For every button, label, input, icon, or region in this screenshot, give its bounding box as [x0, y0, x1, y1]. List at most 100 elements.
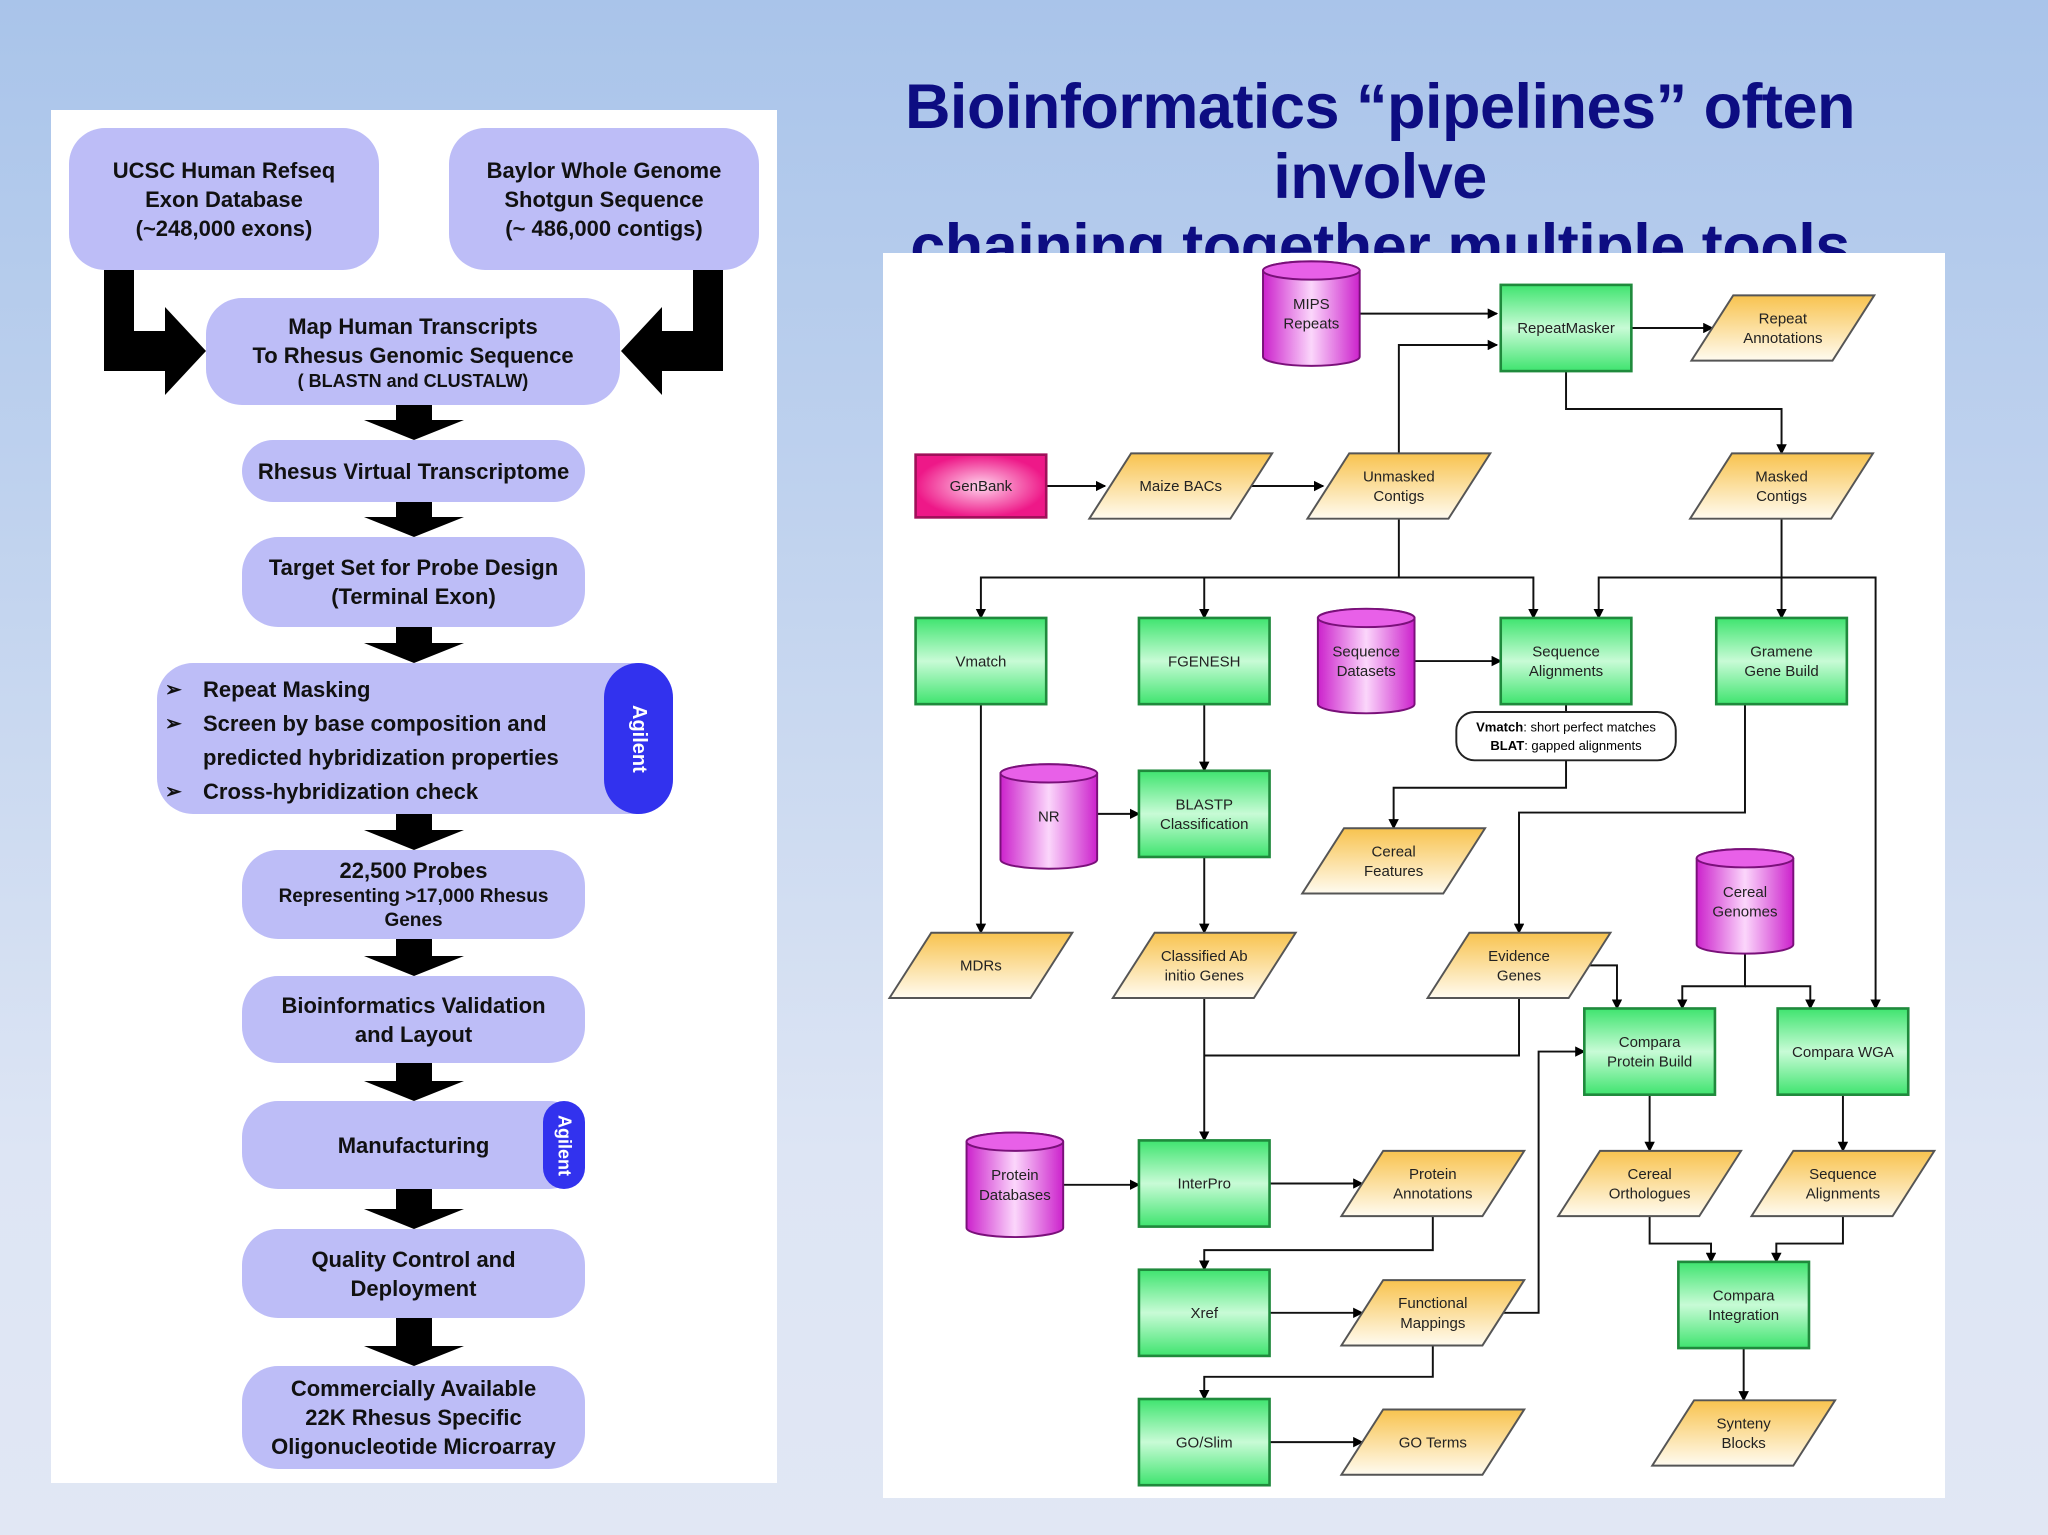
rhesus-virtual-transcriptome-box: Rhesus Virtual Transcriptome	[242, 440, 585, 502]
edge-masked-to-seqalign	[1593, 576, 1782, 620]
pipeline-node-label: Protein	[1409, 1166, 1457, 1183]
pipeline-node-label: MIPS	[1293, 296, 1330, 313]
edge-evidence-to-compara-protein	[1583, 964, 1623, 1010]
pipeline-node-label: GenBank	[950, 478, 1013, 495]
map-line-2: To Rhesus Genomic Sequence	[252, 342, 574, 368]
pipeline-node-label: Integration	[1708, 1307, 1779, 1324]
edge-genomes-to-wga	[1744, 985, 1816, 1010]
pipeline-node-label: Annotations	[1743, 330, 1822, 347]
pipeline-node-vmatch: Vmatch	[914, 616, 1048, 706]
bullet-arrow-icon: ➢	[165, 679, 182, 701]
edge-unmasked-to-seqalign	[1398, 576, 1539, 620]
baylor-line-3: (~ 486,000 contigs)	[505, 215, 703, 241]
map-line-3: ( BLASTN and CLUSTALW)	[297, 370, 529, 391]
pipeline-node-label: Repeats	[1283, 316, 1339, 333]
pipeline-node-label: Masked	[1755, 468, 1808, 485]
down-arrows	[364, 405, 464, 1366]
title-line-1: Bioinformatics “pipelines” often involve	[904, 72, 1856, 212]
pipeline-node-label: Vmatch	[955, 653, 1006, 670]
pipeline-node-label: Alignments	[1806, 1186, 1880, 1203]
target-set-box: Target Set for Probe Design (Terminal Ex…	[242, 537, 585, 627]
pipeline-node-label: Classified Ab	[1161, 948, 1248, 965]
note-blat-rest: : gapped alignments	[1524, 738, 1642, 753]
pipeline-node-label: Unmasked	[1363, 468, 1435, 485]
qc-box: Quality Control and Deployment	[242, 1229, 585, 1318]
ucsc-refseq-box: UCSC Human Refseq Exon Database (~248,00…	[69, 128, 379, 270]
final-line-3: Oligonucleotide Microarray	[271, 1434, 556, 1459]
validation-box: Bioinformatics Validation and Layout	[242, 976, 585, 1063]
pipeline-node-label: Classification	[1160, 816, 1248, 833]
validation-line-2: and Layout	[354, 1021, 473, 1047]
edge-orth-to-integration	[1648, 1216, 1717, 1264]
pipeline-node-label: Databases	[979, 1187, 1051, 1204]
pipeline-node-label: Gene Build	[1744, 663, 1818, 680]
note-vmatch-bold: Vmatch	[1476, 720, 1523, 735]
validation-line-1: Bioinformatics Validation	[281, 992, 546, 1018]
probes-line-2: Representing >17,000 Rhesus	[278, 886, 549, 907]
final-line-2: 22K Rhesus Specific	[305, 1405, 522, 1430]
pipeline-node-label: Cereal	[1628, 1166, 1672, 1183]
pipeline-node-label: Compara	[1619, 1034, 1681, 1051]
edge-note-to-cereal-features	[1388, 760, 1568, 830]
pipeline-node-label: Genes	[1497, 967, 1541, 984]
probe-filtering-steps: ➢Repeat Masking ➢Screen by base composit…	[157, 663, 673, 814]
edge-genomes-branch	[1677, 944, 1746, 1010]
pipeline-node-label: Repeat	[1759, 310, 1808, 327]
down-arrow	[364, 627, 464, 663]
edge-gramene-to-evidence	[1513, 704, 1746, 935]
edge-functional-to-goslim	[1199, 1345, 1434, 1401]
down-arrow	[364, 1063, 464, 1101]
pipeline-node-label: Datasets	[1337, 663, 1396, 680]
pipeline-node-goterms: GO Terms	[1339, 1408, 1527, 1476]
pipeline-node-label: RepeatMasker	[1517, 320, 1615, 337]
down-arrow	[364, 1318, 464, 1366]
edge-unmasked-branch	[975, 518, 1400, 620]
bullet-arrow-icon: ➢	[165, 781, 182, 803]
agilent-badge: Agilent	[543, 1101, 585, 1189]
pipeline-node-label: initio Genes	[1165, 967, 1244, 984]
final-line-1: Commercially Available	[290, 1376, 537, 1401]
final-product-box: Commercially Available 22K Rhesus Specif…	[242, 1366, 585, 1469]
pipeline-node-label: InterPro	[1178, 1176, 1231, 1193]
probes-line-1: 22,500 Probes	[339, 858, 488, 883]
arrow-ucsc-to-map	[104, 270, 206, 395]
edge-masked-to-wga	[1781, 576, 1881, 1010]
pipeline-node-repeatmasker: RepeatMasker	[1499, 283, 1633, 373]
pipeline-node-label: MDRs	[960, 958, 1002, 975]
pipeline-node-mips: MIPS Repeats	[1262, 260, 1361, 367]
pipeline-node-label: Alignments	[1529, 663, 1603, 680]
edge-evidence-to-interpro	[1204, 998, 1520, 1057]
pipeline-node-label: FGENESH	[1168, 653, 1241, 670]
manufacturing-label: Manufacturing	[337, 1132, 490, 1158]
arrow-baylor-to-map	[621, 270, 723, 395]
down-arrow	[364, 1189, 464, 1229]
baylor-wgs-box: Baylor Whole Genome Shotgun Sequence (~ …	[449, 128, 759, 270]
ucsc-line-3: (~248,000 exons)	[135, 215, 313, 241]
pipeline-node-mdrs: MDRs	[887, 931, 1075, 1000]
bullet-item: ➢Screen by base composition and	[165, 707, 673, 741]
down-arrow	[364, 814, 464, 850]
pipeline-node-label: Gramene	[1750, 643, 1813, 660]
baylor-line-2: Shotgun Sequence	[504, 186, 704, 212]
pipeline-node-label: Mappings	[1400, 1315, 1465, 1332]
edge-seqalign2-to-integration	[1771, 1216, 1844, 1264]
pipeline-node-label: Cereal	[1372, 843, 1416, 860]
probes-line-3: Genes	[384, 910, 443, 931]
pipeline-node-label: Compara	[1713, 1287, 1775, 1304]
pipeline-node-goslim: GO/Slim	[1137, 1397, 1271, 1487]
qc-line-1: Quality Control and	[311, 1246, 516, 1272]
target-line-1: Target Set for Probe Design	[268, 555, 559, 580]
baylor-line-1: Baylor Whole Genome	[486, 157, 722, 183]
